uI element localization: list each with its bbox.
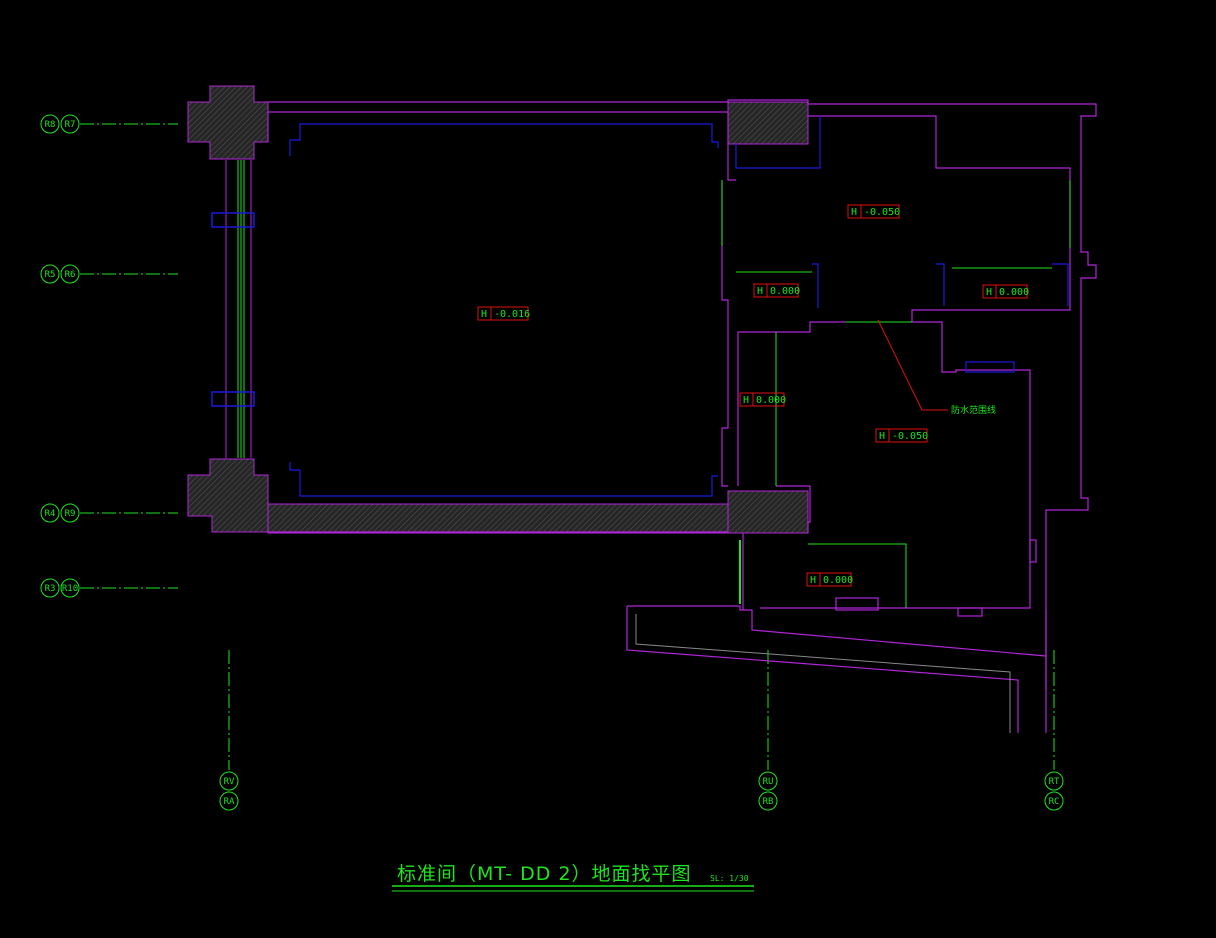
level-value: 0.000 (756, 395, 786, 406)
level-value: 0.000 (770, 286, 800, 297)
grid-row-r5-r6 (40, 264, 178, 284)
level-prefix: H (743, 395, 749, 406)
waterproof-leader (877, 319, 948, 411)
level-value: -0.050 (864, 207, 900, 218)
grid-label: R3 (45, 584, 56, 594)
grid-row-labels: R8 R7 R5 R6 R4 R9 R3 R10 (45, 120, 79, 594)
structural-columns (187, 85, 809, 534)
level-tag (875, 428, 928, 443)
level-value: -0.050 (892, 431, 928, 442)
grid-label: RB (763, 797, 774, 807)
grid-column-ru-rb (758, 650, 778, 811)
wall-outlines (267, 99, 1097, 733)
level-tag (477, 306, 529, 321)
window-left (211, 160, 255, 458)
grid-column-axes (219, 650, 1064, 811)
grid-label: R4 (45, 509, 56, 519)
level-tag (806, 572, 852, 587)
drawing-scale: SL: 1/30 (710, 874, 749, 883)
waterproof-note: 防水范围线 (951, 404, 996, 416)
grid-column-rt-rc (1044, 650, 1064, 811)
wall-bottom-hatched (267, 503, 729, 534)
level-tag (739, 392, 785, 407)
level-tag (753, 283, 799, 298)
grid-label: RT (1049, 777, 1060, 787)
grid-label: RV (224, 777, 235, 787)
column-bottom-left (187, 458, 269, 533)
grid-row-r8-r7 (40, 114, 178, 134)
green-lines (392, 180, 1071, 892)
grid-row-r4-r9 (40, 503, 178, 523)
grid-label: R6 (65, 270, 76, 280)
level-prefix: H (757, 286, 763, 297)
level-value: -0.016 (494, 309, 530, 320)
column-top-left (187, 85, 269, 160)
column-bottom-mid (727, 490, 809, 534)
grid-label: RU (763, 777, 774, 787)
grid-label: R5 (45, 270, 56, 280)
grid-row-axes (40, 114, 178, 598)
level-tag (847, 204, 900, 219)
grid-label: R9 (65, 509, 76, 519)
level-tag (982, 284, 1028, 299)
grid-row-r3-r10 (40, 578, 178, 598)
grid-label: R8 (45, 120, 56, 130)
level-tags (477, 204, 1028, 587)
inner-lines (289, 116, 1069, 497)
level-value: 0.000 (823, 575, 853, 586)
level-prefix: H (879, 431, 885, 442)
grid-label: R10 (62, 584, 78, 594)
grid-column-rv-ra (219, 650, 239, 811)
grid-label: RC (1049, 797, 1060, 807)
grid-label: R7 (65, 120, 76, 130)
level-prefix: H (986, 287, 992, 298)
grid-column-labels: RV RA RU RB RT RC (224, 777, 1060, 807)
column-top-mid (727, 101, 809, 145)
drawing-title: 标准间（MT- DD 2）地面找平图 (397, 863, 692, 885)
level-tag-texts: H -0.016 H -0.050 H 0.000 H 0.000 H 0.00… (481, 207, 1029, 586)
level-value: 0.000 (999, 287, 1029, 298)
level-prefix: H (810, 575, 816, 586)
level-prefix: H (481, 309, 487, 320)
grid-label: RA (224, 797, 235, 807)
level-prefix: H (851, 207, 857, 218)
